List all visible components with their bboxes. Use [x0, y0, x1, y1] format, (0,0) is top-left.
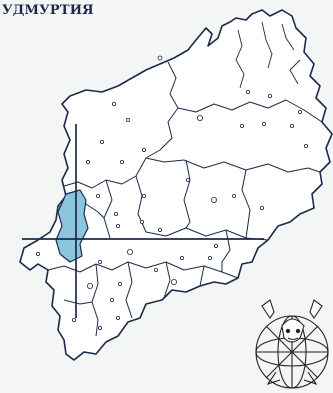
settlement-dot	[98, 325, 103, 330]
settlement-dot	[297, 110, 302, 115]
settlement-dot	[185, 177, 190, 182]
settlement-dot	[114, 211, 119, 216]
settlement-dot	[141, 193, 146, 198]
settlement-dot	[179, 255, 184, 260]
settlement-dot	[86, 159, 91, 164]
settlement-dot	[170, 278, 177, 285]
settlement-dot	[98, 259, 103, 264]
settlement-dot	[303, 143, 308, 148]
settlement-dot	[126, 118, 131, 123]
settlement-dot	[153, 267, 158, 272]
settlement-dot	[112, 102, 117, 107]
settlement-markers	[36, 55, 308, 330]
settlement-dot	[157, 227, 162, 232]
settlement-dot	[196, 115, 203, 122]
settlement-dot	[259, 205, 264, 210]
settlement-dot	[289, 124, 294, 129]
settlement-dot	[100, 139, 105, 144]
settlement-dot	[207, 255, 212, 260]
settlement-dot	[87, 282, 94, 289]
settlement-dot	[210, 196, 217, 203]
settlement-dot	[239, 124, 244, 129]
settlement-dot	[72, 317, 77, 322]
water-features	[235, 21, 301, 89]
settlement-dot	[116, 315, 121, 320]
highlighted-district[interactable]	[55, 189, 89, 263]
settlement-dot	[110, 297, 115, 302]
settlement-dot	[96, 193, 101, 198]
settlement-dot	[120, 159, 125, 164]
settlement-dot	[127, 248, 134, 255]
map-title: УДМУРТИЯ	[2, 3, 94, 18]
settlement-dot	[231, 193, 236, 198]
settlement-dot	[139, 219, 144, 224]
settlement-dot	[118, 281, 123, 286]
settlement-dot	[245, 90, 250, 95]
settlement-dot	[116, 223, 121, 228]
settlement-dot	[36, 251, 41, 256]
settlement-dot	[261, 122, 266, 127]
region-outline	[19, 9, 333, 361]
settlement-dot	[141, 147, 146, 152]
settlement-dot	[213, 243, 218, 248]
compass-rose-icon	[255, 299, 329, 389]
settlement-dot	[157, 55, 163, 61]
settlement-dot	[267, 94, 272, 99]
